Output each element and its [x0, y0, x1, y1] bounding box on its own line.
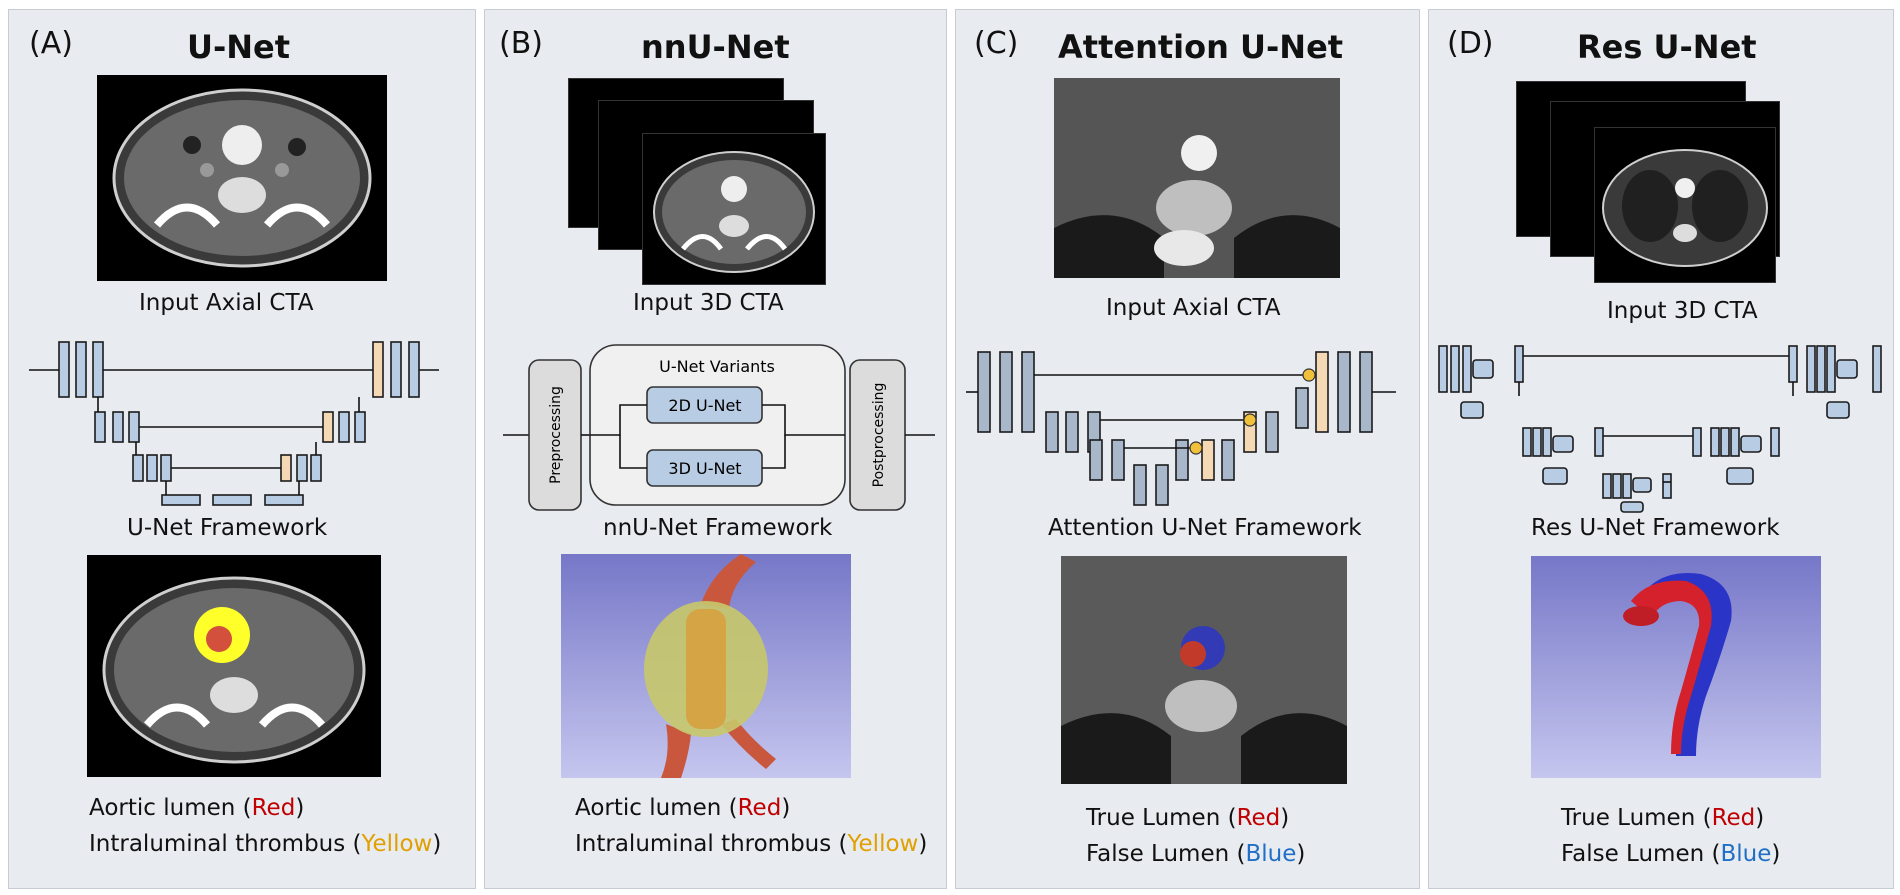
panel-nnunet: (B) nnU-Net Input 3D CTA U-Net Variants	[484, 9, 947, 889]
res-unet-diagram	[1438, 345, 1882, 513]
panel-tag: (C)	[974, 26, 1019, 61]
postprocessing-label: Postprocessing	[871, 383, 887, 488]
legend: Aortic lumen (Red) Intraluminal thrombus…	[89, 790, 441, 862]
legend-item: True Lumen (Red)	[1086, 805, 1290, 831]
panel-res-unet: (D) Res U-Net Input 3D CTA	[1428, 9, 1894, 889]
framework-caption: nnU-Net Framework	[603, 515, 833, 541]
ct-segmentation-image	[1061, 556, 1347, 784]
framework-caption: Attention U-Net Framework	[1048, 515, 1362, 541]
input-caption: Input Axial CTA	[139, 290, 314, 316]
ct-slice	[1595, 128, 1775, 282]
framework-caption: U-Net Framework	[127, 515, 328, 541]
input-caption: Input 3D CTA	[1607, 298, 1758, 324]
panel-tag: (A)	[29, 26, 73, 61]
input-caption: Input Axial CTA	[1106, 295, 1281, 321]
legend: True Lumen (Red) False Lumen (Blue)	[1086, 800, 1305, 872]
panel-unet: (A) U-Net Input Axial CTA U-Ne	[8, 9, 476, 889]
attention-unet-diagram	[966, 351, 1396, 506]
panel-tag: (D)	[1447, 26, 1494, 61]
legend-item: Intraluminal thrombus (Yellow)	[89, 831, 442, 857]
ct-axial-image	[97, 75, 387, 281]
panel-title: nnU-Net	[641, 28, 790, 66]
legend-item: False Lumen (Blue)	[1561, 841, 1781, 867]
legend-item: Intraluminal thrombus (Yellow)	[575, 831, 928, 857]
3d-render	[561, 554, 851, 778]
framework-caption: Res U-Net Framework	[1531, 515, 1780, 541]
preprocessing-label: Preprocessing	[548, 386, 564, 484]
ct-segmentation-image	[87, 555, 381, 777]
3d-render	[1531, 556, 1821, 778]
panel-title: Attention U-Net	[1058, 28, 1344, 66]
legend: Aortic lumen (Red) Intraluminal thrombus…	[575, 790, 927, 862]
input-caption: Input 3D CTA	[633, 290, 784, 316]
legend-item: True Lumen (Red)	[1561, 805, 1765, 831]
unet-diagram	[29, 341, 439, 506]
ct-slice	[643, 134, 825, 284]
legend-item: Aortic lumen (Red)	[575, 795, 791, 821]
variant-3d: 3D U-Net	[668, 459, 741, 478]
legend-item: Aortic lumen (Red)	[89, 795, 305, 821]
panel-title: U-Net	[187, 28, 291, 66]
variants-title: U-Net Variants	[659, 357, 775, 376]
nnunet-pipeline: U-Net Variants 2D U-Net 3D U-Net Preproc…	[503, 344, 935, 511]
panel-attention-unet: (C) Attention U-Net Input Axial CTA Atte…	[955, 9, 1420, 889]
ct-axial-image	[1054, 78, 1340, 278]
variant-2d: 2D U-Net	[668, 396, 741, 415]
panel-tag: (B)	[499, 26, 543, 61]
legend: True Lumen (Red) False Lumen (Blue)	[1561, 800, 1780, 872]
panel-title: Res U-Net	[1577, 28, 1757, 66]
encoder-blocks	[58, 341, 420, 506]
legend-item: False Lumen (Blue)	[1086, 841, 1306, 867]
